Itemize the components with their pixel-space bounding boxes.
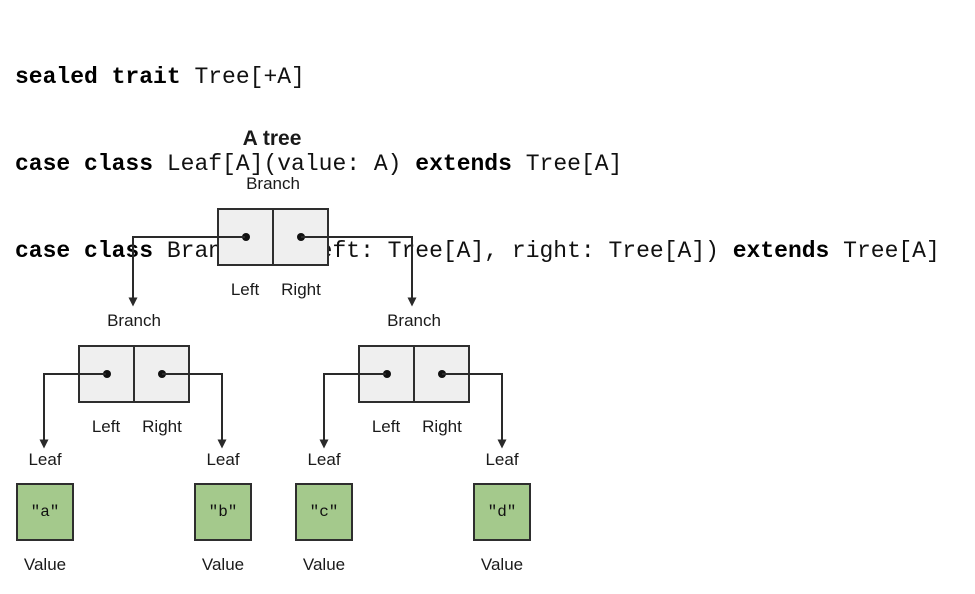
leaf-value: "b" — [208, 503, 238, 521]
code-text: Leaf[A](value: A) — [153, 151, 416, 177]
branch-box — [78, 345, 190, 403]
branch-node-right: Branch Left Right — [358, 311, 470, 437]
leaf-value: "c" — [309, 503, 339, 521]
leaf-caption: Value — [480, 555, 524, 574]
code-keyword: extends — [732, 238, 830, 264]
code-line-3: case class Branch[A](left: Tree[A], righ… — [15, 237, 940, 266]
node-label: Branch — [107, 311, 161, 330]
right-pointer-cell — [413, 347, 468, 401]
code-line-2: case class Leaf[A](value: A) extends Tre… — [15, 150, 940, 179]
leaf-node-a: Leaf "a" Value — [5, 450, 85, 575]
branch-node-left: Branch Left Right — [78, 311, 190, 437]
code-keyword: case class — [15, 151, 154, 177]
leaf-label: Leaf — [206, 450, 240, 469]
leaf-node-b: Leaf "b" Value — [183, 450, 263, 575]
pointer-dot — [296, 233, 305, 241]
leaf-label: Leaf — [485, 450, 519, 469]
right-pointer-label: Right — [281, 280, 321, 299]
right-pointer-cell — [272, 210, 327, 264]
node-label: Branch — [387, 311, 441, 330]
pointer-labels: Left Right — [78, 417, 190, 437]
pointer-dot — [102, 370, 111, 378]
left-pointer-label: Left — [91, 417, 121, 436]
leaf-caption: Value — [23, 555, 67, 574]
left-pointer-cell — [219, 210, 272, 264]
leaf-node-d: Leaf "d" Value — [462, 450, 542, 575]
leaf-node-c: Leaf "c" Value — [284, 450, 364, 575]
left-pointer-cell — [80, 347, 133, 401]
leaf-value-box: "c" — [295, 483, 353, 541]
leaf-caption: Value — [201, 555, 245, 574]
code-text: Tree[A] — [511, 151, 623, 177]
leaf-label: Leaf — [307, 450, 341, 469]
left-pointer-cell — [360, 347, 413, 401]
code-keyword: sealed trait — [15, 64, 181, 90]
pointer-labels: Left Right — [217, 280, 329, 300]
node-label: Branch — [246, 174, 300, 193]
leaf-value-box: "b" — [194, 483, 252, 541]
leaf-label: Leaf — [28, 450, 62, 469]
leaf-caption: Value — [302, 555, 346, 574]
leaf-value: "d" — [487, 503, 517, 521]
code-keyword: case class — [15, 238, 154, 264]
branch-node-root: Branch Left Right — [217, 174, 329, 300]
pointer-labels: Left Right — [358, 417, 470, 437]
code-keyword: extends — [415, 151, 512, 177]
code-line-1: sealed trait Tree[+A] — [15, 63, 940, 92]
code-text: Tree[+A] — [180, 64, 305, 90]
code-text: Tree[A] — [829, 238, 940, 264]
leaf-value-box: "d" — [473, 483, 531, 541]
right-pointer-label: Right — [142, 417, 182, 436]
branch-box — [217, 208, 329, 266]
left-pointer-label: Left — [371, 417, 401, 436]
leaf-value: "a" — [30, 503, 60, 521]
pointer-dot — [241, 233, 250, 241]
pointer-dot — [157, 370, 166, 378]
leaf-value-box: "a" — [16, 483, 74, 541]
pointer-dot — [437, 370, 446, 378]
right-pointer-cell — [133, 347, 188, 401]
right-pointer-label: Right — [422, 417, 462, 436]
pointer-dot — [382, 370, 391, 378]
figure-title: A tree — [242, 127, 302, 150]
branch-box — [358, 345, 470, 403]
code-snippet: sealed trait Tree[+A] case class Leaf[A]… — [15, 5, 940, 324]
left-pointer-label: Left — [230, 280, 260, 299]
